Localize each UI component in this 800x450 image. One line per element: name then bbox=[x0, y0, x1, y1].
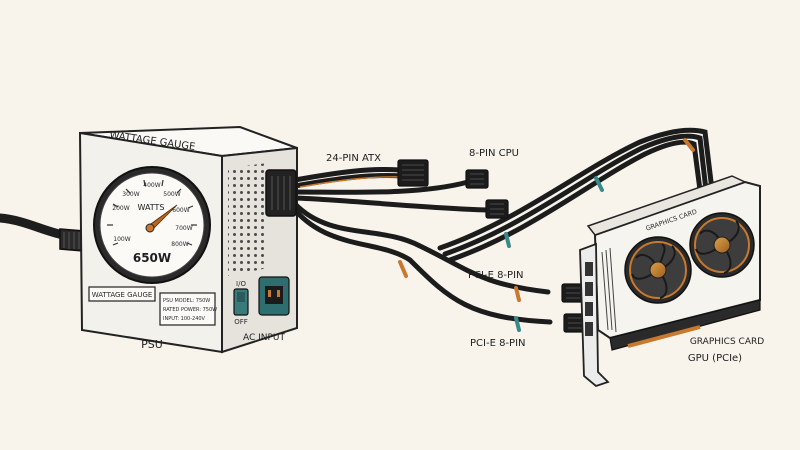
switch-off-label: OFF bbox=[234, 318, 248, 326]
displayport-3 bbox=[585, 322, 593, 336]
displayport-2 bbox=[585, 302, 593, 316]
pcie-8pin-connector-b bbox=[563, 313, 587, 333]
psu-modular-plug bbox=[265, 169, 297, 217]
label-pcie-8pin-b: PCI-E 8-PIN bbox=[470, 338, 526, 349]
dial-tick-400: 400W bbox=[143, 182, 160, 189]
psu-power-switch bbox=[233, 288, 249, 316]
cpu-8pin-connector-b bbox=[485, 199, 509, 219]
dial-tick-100: 100W bbox=[113, 236, 130, 243]
dial-tick-300: 300W bbox=[122, 191, 139, 198]
gauge-needle bbox=[145, 204, 178, 233]
dial-tick-200: 200W bbox=[112, 205, 129, 212]
atx-accent-wire bbox=[299, 176, 403, 188]
hdmi-port bbox=[585, 262, 593, 276]
gpu-fan-right bbox=[689, 212, 755, 278]
psu-spec-line-2: RATED POWER: 750W bbox=[163, 307, 217, 313]
psu-spec-sticker: PSU MODEL: 750W RATED POWER: 750W INPUT:… bbox=[159, 292, 217, 326]
psu-spec-line-1: PSU MODEL: 750W bbox=[163, 298, 210, 304]
gpu-fan-left bbox=[624, 236, 692, 304]
psu-badge-text: WATTAGE GAUGE bbox=[92, 291, 153, 299]
switch-on-label: I/O bbox=[236, 280, 246, 288]
dial-tick-600: 600W bbox=[172, 207, 189, 214]
psu-caption: PSU bbox=[141, 338, 163, 351]
atx-24pin-connector bbox=[397, 159, 429, 187]
cable-tie-rings bbox=[398, 138, 695, 332]
label-8pin-cpu: 8-PIN CPU bbox=[469, 148, 519, 159]
cpu-8pin-connector-a bbox=[465, 169, 489, 189]
wattage-gauge: 100W 200W 300W 400W 500W 600W 700W 800W … bbox=[93, 166, 211, 284]
psu-label-badge: WATTAGE GAUGE bbox=[88, 286, 156, 302]
psu-vent-grille bbox=[228, 163, 268, 276]
dial-tick-500: 500W bbox=[163, 191, 180, 198]
dial-tick-700: 700W bbox=[175, 225, 192, 232]
psu-spec-line-3: INPUT: 100-240V bbox=[163, 316, 206, 322]
gpu-caption-line-2: GPU (PCIe) bbox=[688, 353, 742, 364]
gauge-tick-marks bbox=[107, 179, 197, 246]
ac-input-socket bbox=[258, 276, 290, 316]
label-24pin-atx: 24-PIN ATX bbox=[326, 153, 381, 164]
ac-input-label: AC INPUT bbox=[243, 333, 286, 343]
gpu-caption-line-1: GRAPHICS CARD bbox=[690, 337, 764, 347]
mains-power-cable bbox=[0, 213, 85, 252]
dial-unit: WATTS bbox=[137, 203, 164, 212]
displayport-1 bbox=[585, 282, 593, 296]
label-pcie-8pin-a: PCI-E 8-PIN bbox=[468, 270, 524, 281]
dial-tick-800: 800W bbox=[171, 241, 188, 248]
pcie-8pin-connector-a bbox=[561, 283, 585, 303]
gpu-io-bracket bbox=[579, 242, 610, 388]
dial-reading: 650W bbox=[133, 251, 171, 265]
